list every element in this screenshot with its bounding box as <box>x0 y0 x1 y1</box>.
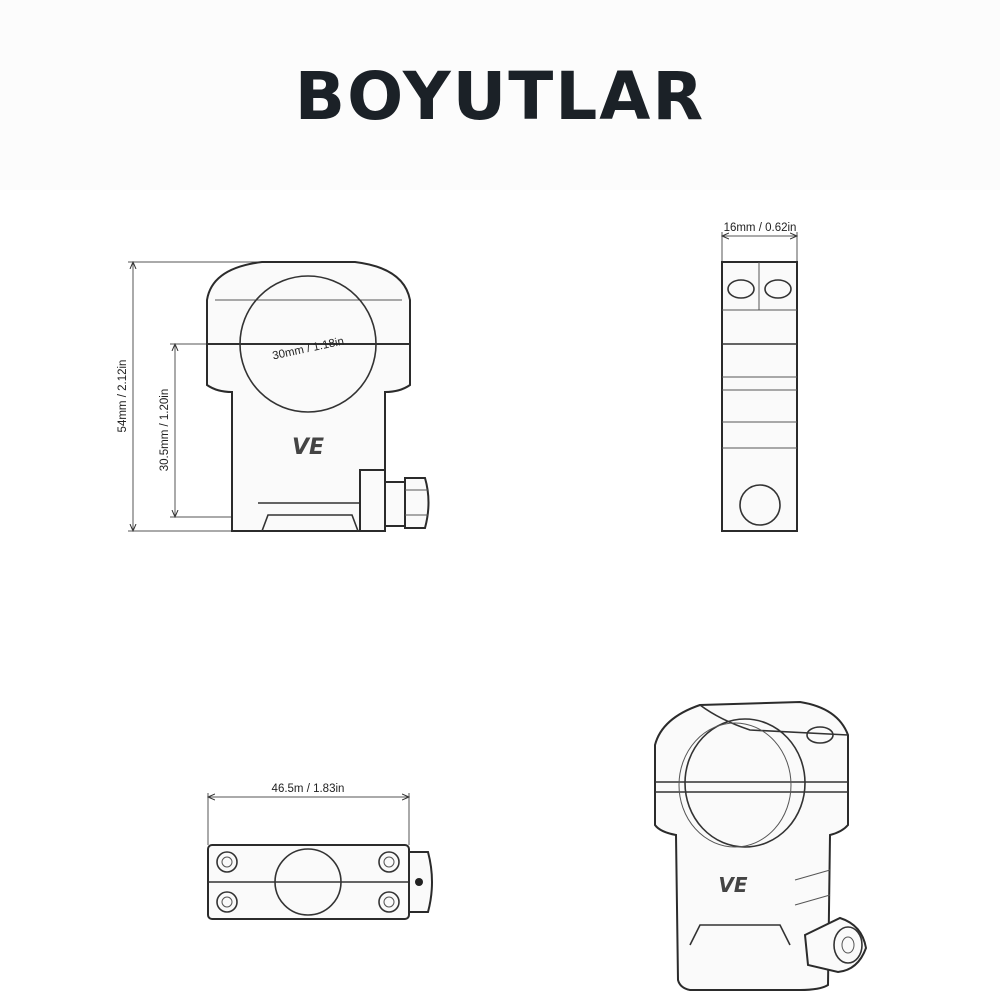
top-view <box>207 793 433 920</box>
center-height-label: 30.5mm / 1.20in <box>159 389 171 471</box>
cap-screws <box>216 851 400 913</box>
front-view: VE <box>128 261 430 532</box>
bolt-end <box>739 484 781 526</box>
screw-hole-left <box>727 279 755 299</box>
side-view <box>721 232 798 532</box>
iso-rail-slot <box>689 924 791 946</box>
iso-screw-hole <box>806 726 834 744</box>
screw-hole-right <box>764 279 792 299</box>
clamp-nut <box>404 477 430 529</box>
page-title: BOYUTLAR <box>294 58 706 135</box>
brand-logo: VE <box>292 435 324 460</box>
length-label: 46.5m / 1.83in <box>272 783 345 795</box>
width-label: 16mm / 0.62in <box>724 222 797 234</box>
total-height-label: 54mm / 2.12in <box>117 360 129 433</box>
tube-bore <box>239 275 377 413</box>
isometric-view: VE <box>654 700 868 991</box>
ring-top-cap <box>206 261 411 345</box>
iso-bore <box>684 718 806 848</box>
top-bore <box>274 848 342 916</box>
title-band <box>0 0 1000 190</box>
clamp-jaw <box>359 469 386 532</box>
rail-slot <box>261 514 359 532</box>
iso-brand-logo: VE <box>718 873 747 897</box>
clamp-bolt <box>384 481 406 527</box>
iso-nut <box>803 916 868 974</box>
